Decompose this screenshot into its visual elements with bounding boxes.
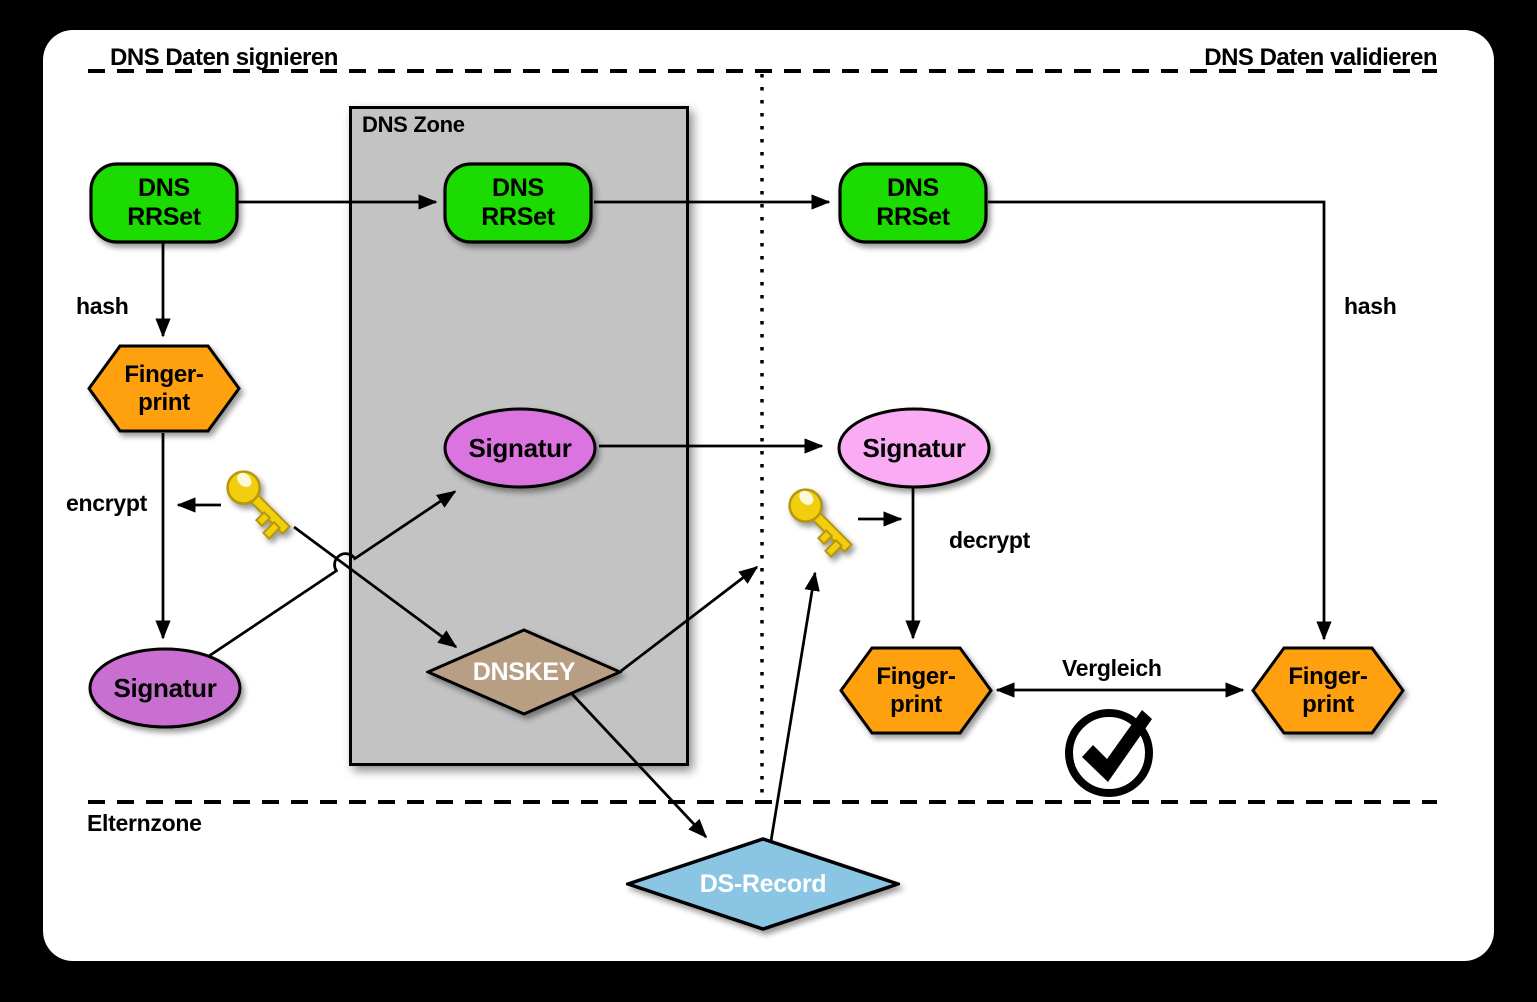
node-ds-record [626, 837, 900, 931]
edge-label-hash-right: hash [1344, 293, 1397, 319]
parent-zone-label: Elternzone [87, 810, 202, 836]
node-signatur-sign [88, 647, 242, 729]
key-icon-validate [788, 488, 853, 558]
edge-label-hash-left: hash [76, 293, 129, 319]
edge-label-decrypt: decrypt [949, 527, 1030, 553]
title-validate-section: DNS Daten validieren [1204, 44, 1437, 71]
node-fingerprint-validate-left [839, 646, 993, 735]
node-dns-rrset-validate [838, 162, 988, 244]
edge-label-encrypt: encrypt [66, 490, 147, 516]
node-dnskey [426, 628, 622, 716]
node-dns-rrset-zone [443, 162, 593, 244]
edge-label-compare: Vergleich [1062, 655, 1162, 681]
node-fingerprint-validate-right [1251, 646, 1405, 735]
node-dns-rrset-sign [89, 162, 239, 244]
key-glyph [226, 470, 291, 540]
key-icon-sign [226, 470, 291, 540]
node-signatur-zone [443, 407, 597, 489]
node-fingerprint-sign [87, 344, 241, 433]
dns-zone-label: DNS Zone [362, 112, 465, 137]
title-sign-section: DNS Daten signieren [110, 44, 338, 71]
checkmark-icon [1065, 709, 1153, 797]
key-glyph [788, 488, 853, 558]
